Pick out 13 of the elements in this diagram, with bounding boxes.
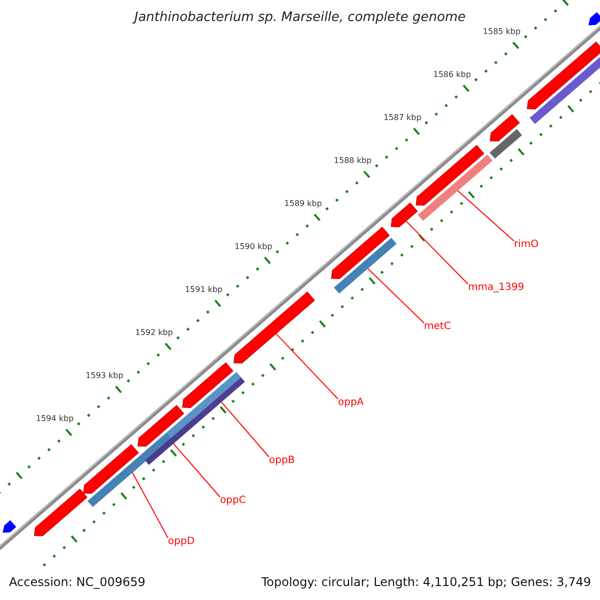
genome-info-text: Topology: circular; Length: 4,110,251 bp; Genes: 3,749 [261, 576, 591, 588]
scale-label: 1591 kbp [184, 286, 223, 294]
scale-label: 1589 kbp [284, 200, 322, 208]
scale-label: 1594 kbp [36, 415, 74, 424]
scale-label: 1588 kbp [334, 157, 372, 166]
scale-label: 1585 kbp [482, 28, 521, 36]
accession-text: Accession: NC_009659 [9, 576, 146, 588]
scale-label: 1592 kbp [135, 329, 173, 338]
scale-label: 1593 kbp [86, 372, 124, 380]
scale-label: 1590 kbp [234, 243, 272, 252]
scale-label: 1586 kbp [433, 71, 471, 80]
map-title: Janthinobacterium sp. Marseille, complete genome [134, 11, 466, 24]
scale-label: 1587 kbp [384, 114, 422, 122]
